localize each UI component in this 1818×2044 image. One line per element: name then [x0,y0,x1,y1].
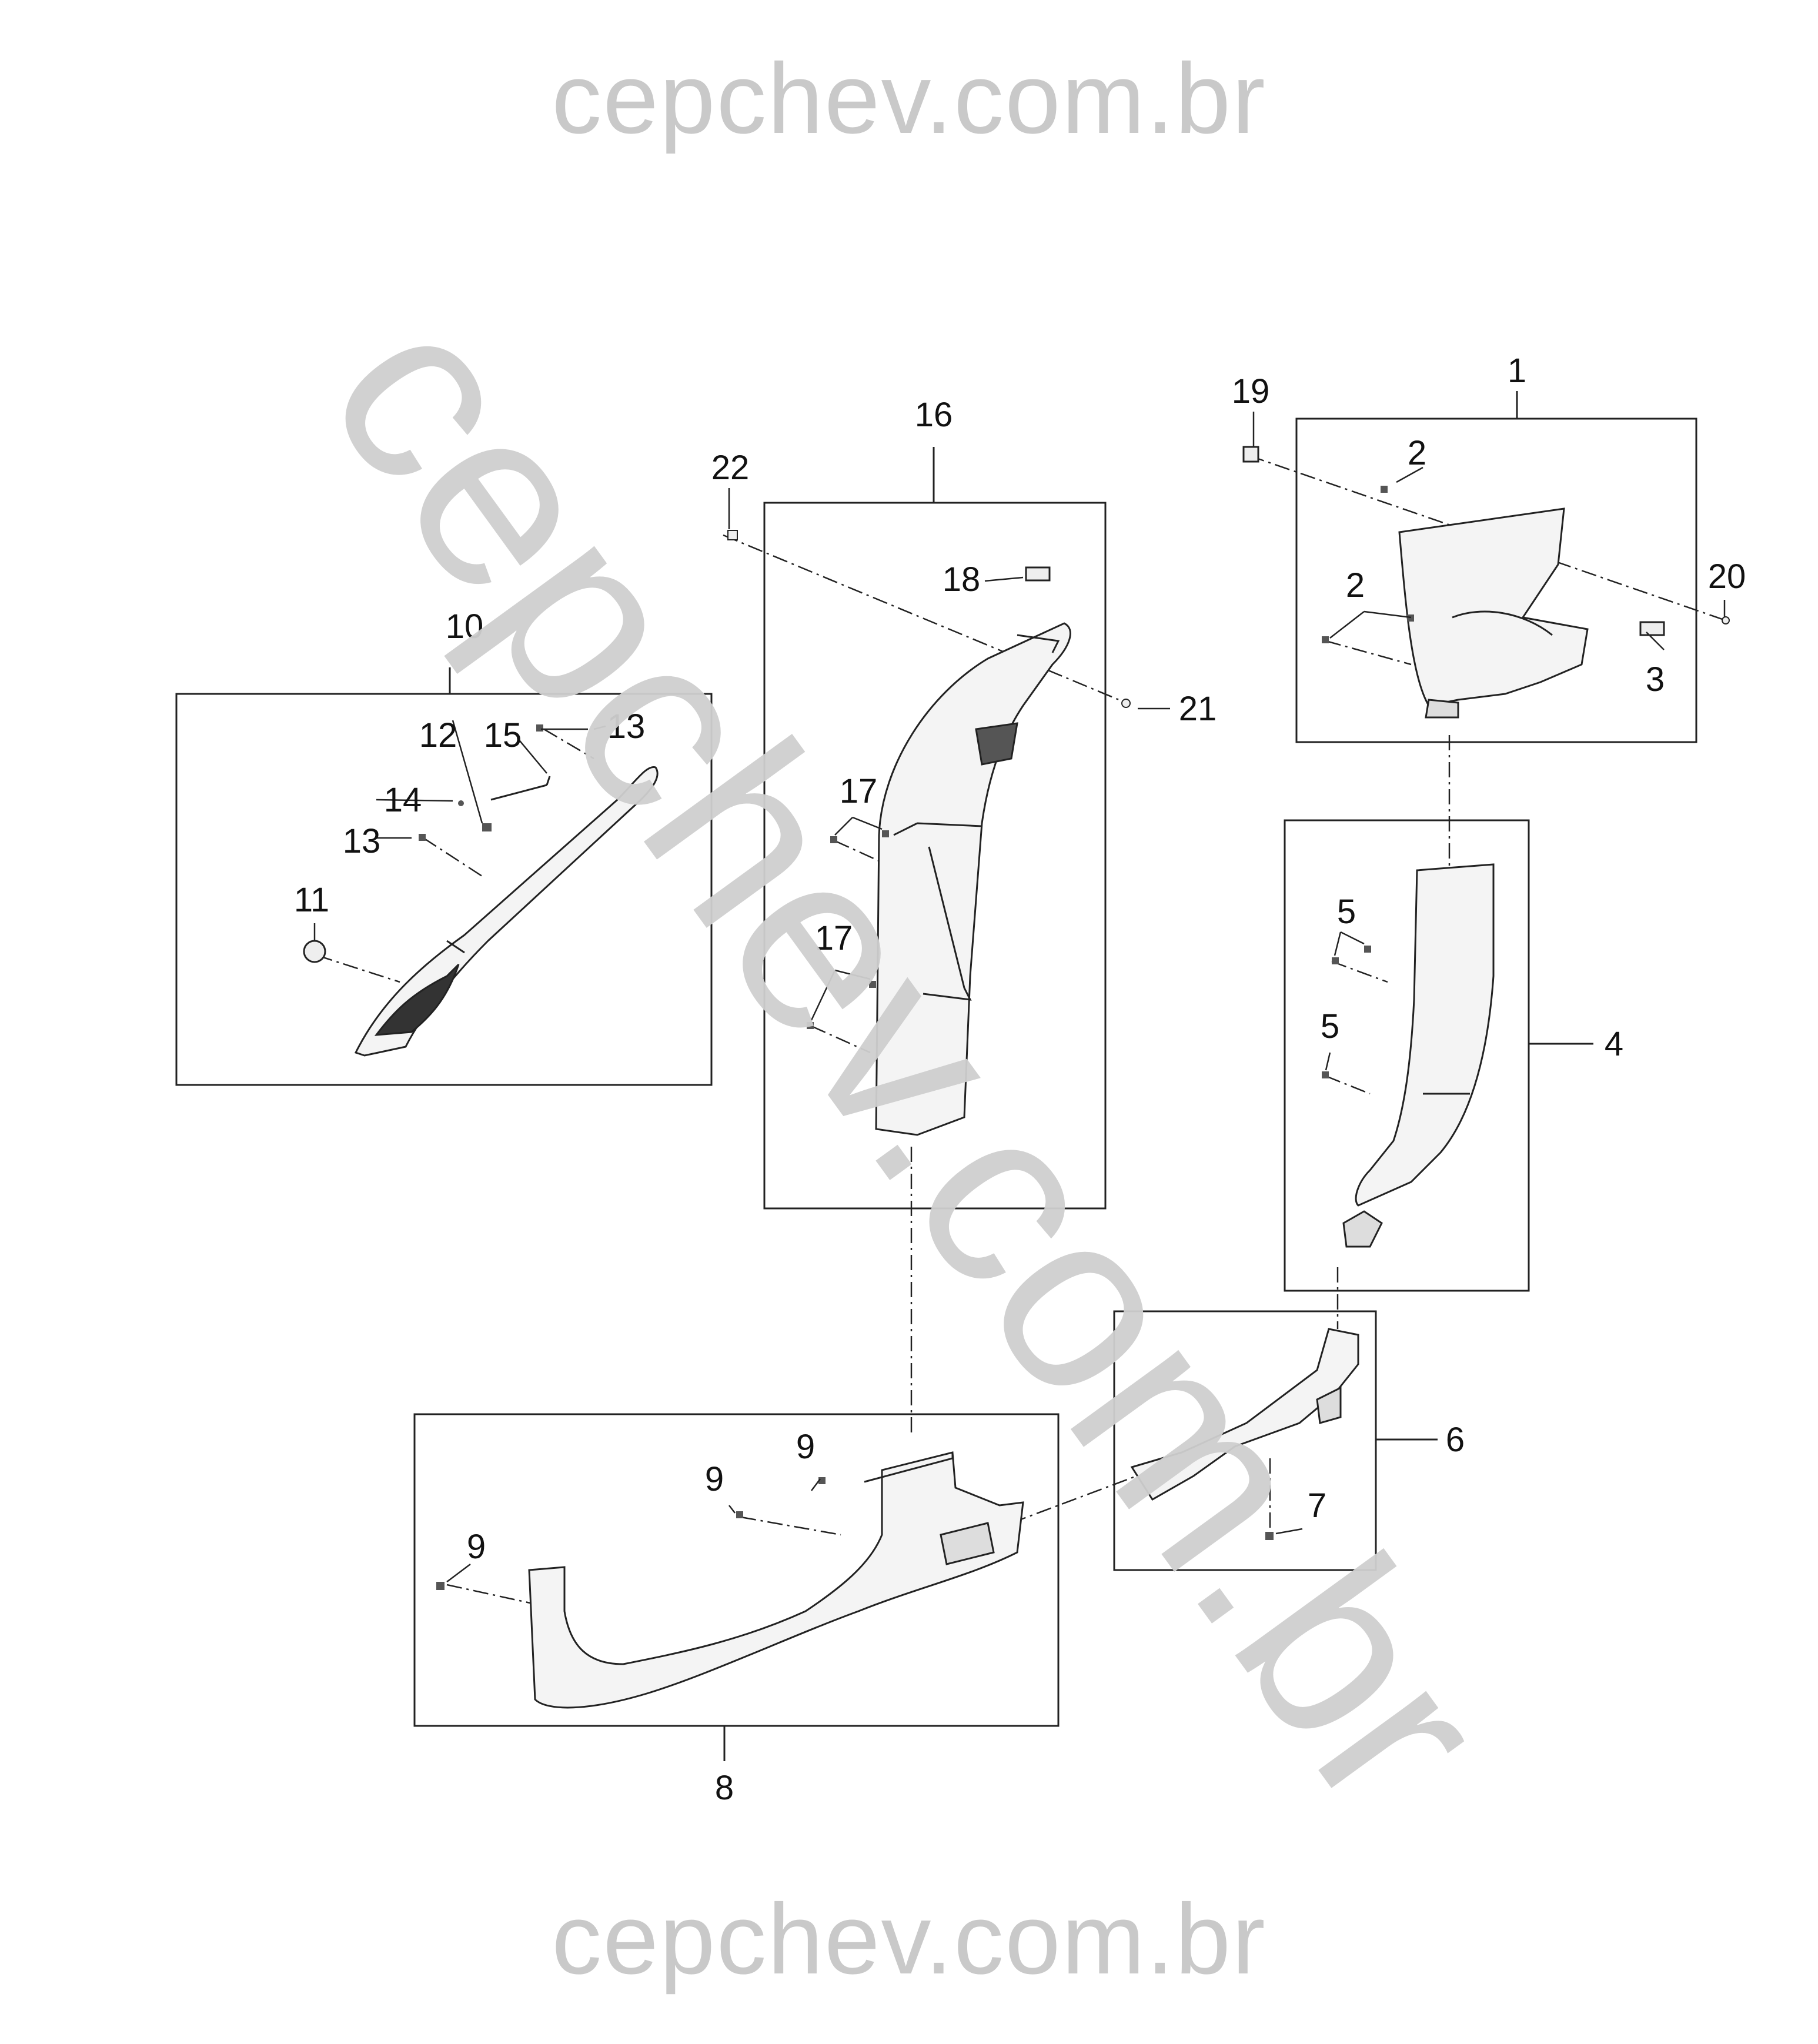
callout-14: 14 [384,781,422,819]
callout-7: 7 [1308,1487,1326,1525]
box-part-1 [1295,418,1697,743]
callout-9: 9 [705,1460,724,1498]
rear-sill-cover-part [1130,1328,1359,1501]
callout-4: 4 [1605,1025,1623,1063]
callout-16: 16 [915,396,953,434]
callout-12: 12 [419,716,457,754]
box-part-6 [1113,1310,1377,1571]
callout-15: 15 [484,716,522,754]
callout-11: 11 [294,881,329,919]
watermark-top: cepchev.com.br [552,43,1266,155]
callout-9: 9 [467,1528,486,1566]
front-sill-trim-part [528,1451,1024,1709]
callout-22: 22 [711,449,750,487]
callout-13: 13 [343,822,381,860]
callout-1: 1 [1508,352,1526,390]
box-part-10 [175,693,713,1086]
b-pillar-upper-trim-part [875,566,1071,1136]
b-pillar-lower-trim-part [1342,863,1495,1248]
callout-20: 20 [1708,557,1746,596]
box-part-4 [1284,819,1530,1292]
callout-19: 19 [1232,372,1270,410]
callout-13: 13 [607,707,646,746]
a-pillar-trim-part [303,766,659,1057]
watermark-bottom: cepchev.com.br [552,1883,1266,1995]
callout-17: 17 [815,919,853,957]
callout-5: 5 [1337,893,1356,931]
callout-2: 2 [1408,434,1426,472]
callout-21: 21 [1179,690,1217,728]
callout-10: 10 [446,607,484,646]
callout-2: 2 [1346,566,1365,604]
callout-6: 6 [1446,1421,1465,1459]
callout-17: 17 [840,772,878,810]
box-part-8 [413,1413,1060,1727]
callout-18: 18 [943,560,981,599]
callout-9: 9 [796,1428,815,1466]
box-part-16 [763,502,1107,1210]
callout-3: 3 [1646,660,1665,699]
callout-5: 5 [1321,1007,1339,1046]
callout-8: 8 [715,1769,734,1807]
quarter-upper-trim-part [1242,446,1665,719]
